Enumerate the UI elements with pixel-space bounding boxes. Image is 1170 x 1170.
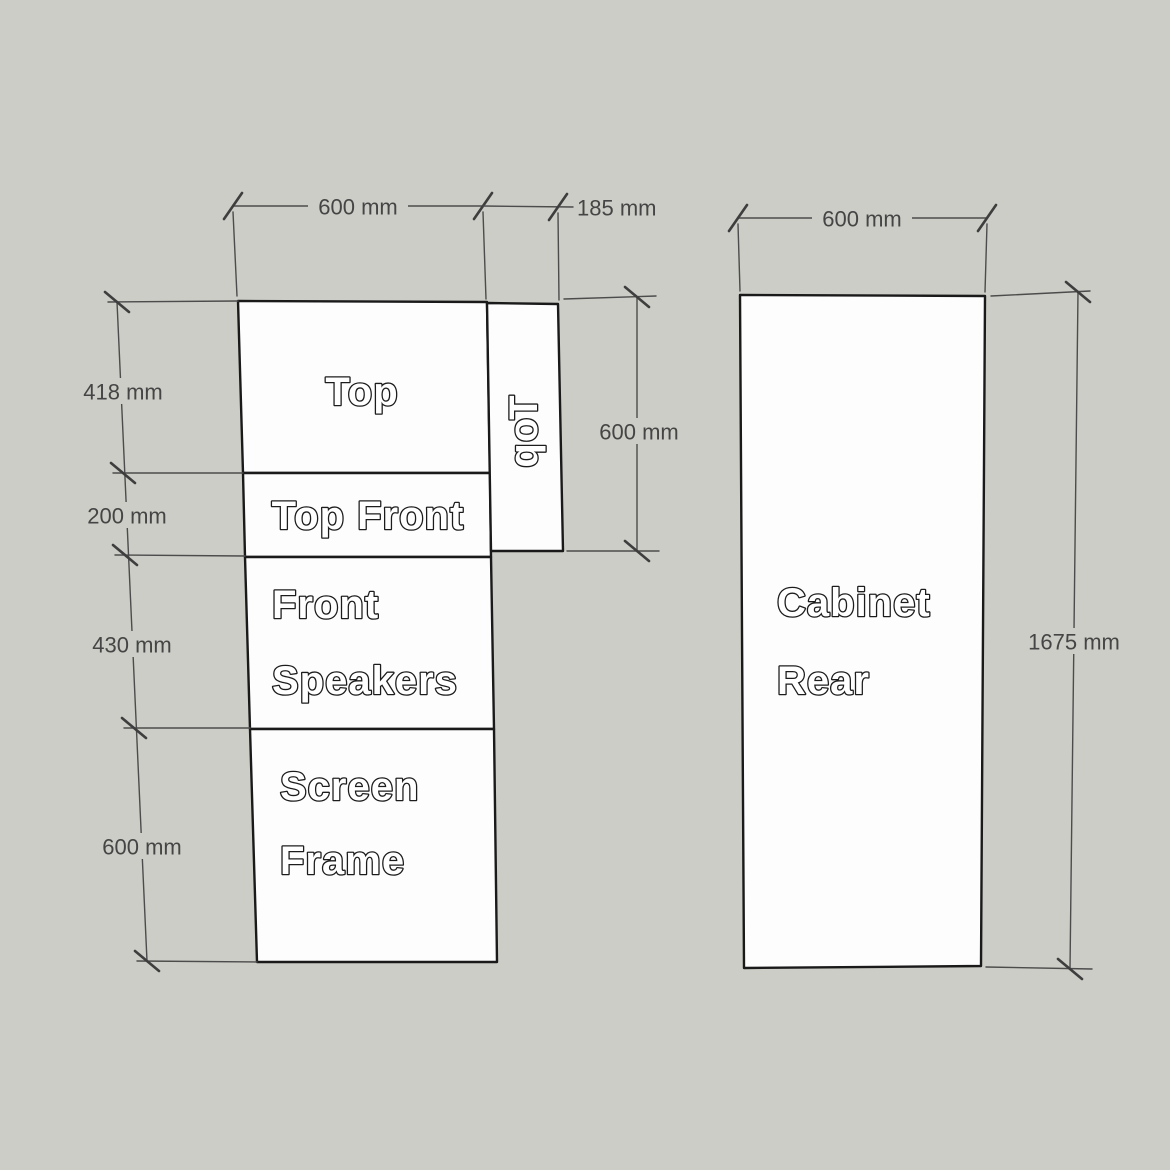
panel-cabinet-rear [738,293,987,970]
label-backing [1016,628,1132,654]
dim-label-cabinet-rear-width: 600 mm [822,207,901,232]
panel-label-cabinet: Cabinet [777,581,931,625]
extension-line [984,223,988,293]
panel-label-front: Front [272,583,379,627]
extension-line [232,211,238,297]
extension-line [563,295,657,300]
dimension-cabinet-rear-height: 1675 mm [985,280,1132,981]
panel-label-top-front: Top Front [272,494,465,538]
label-backing [812,205,912,231]
dim-tick [222,191,244,221]
panel-label-top-side: Top [502,395,546,468]
panel-label-frame: Frame [280,839,405,883]
dim-label-top-height: 418 mm [83,380,162,405]
label-backing [71,378,175,404]
dim-tick [1064,280,1092,304]
dim-label-top-side-width: 185 mm [577,196,656,221]
label-backing [308,193,408,219]
label-backing [80,631,184,657]
dim-tick [623,539,651,563]
panel-group-cabinet-rear [738,293,987,970]
dim-tick [103,290,131,314]
panel-screen-frame [248,727,499,964]
dimension-top-side-width: 185 mm [482,192,656,301]
dim-tick [727,203,749,233]
extension-line [136,960,258,963]
extension-line [737,223,741,292]
extension-line [482,211,487,300]
extension-line [114,554,246,557]
dim-tick [109,461,137,485]
panel-label-speakers: Speakers [272,659,458,703]
panel-label-screen: Screen [280,765,419,809]
panel-label-top: Top [325,370,398,414]
dim-tick [111,543,139,567]
extension-line [557,212,560,301]
dim-label-cabinet-rear-height: 1675 mm [1028,630,1120,655]
extension-line [985,966,1093,970]
dim-label-top-side-length: 600 mm [599,420,678,445]
dim-tick [547,192,569,222]
panel-top-side [485,301,565,553]
label-backing [90,833,194,859]
label-backing [589,418,689,444]
dimension-top-width: 600 mm [222,191,494,300]
dim-tick [133,949,161,973]
label-backing [75,502,179,528]
dim-label-front-speakers-height: 430 mm [92,633,171,658]
dimension-left-height-chain: 418 mm 200 mm 430 mm 600 mm [71,290,258,973]
dim-tick [623,285,651,309]
dim-label-top-front-height: 200 mm [87,504,166,529]
dim-tick [120,716,148,740]
dim-tick [976,203,998,233]
dim-label-top-width: 600 mm [318,195,397,220]
panel-group-left-stack [236,299,565,964]
extension-line [990,290,1091,297]
dimension-top-side-length: 600 mm [563,285,689,563]
dim-label-screen-frame-height: 600 mm [102,835,181,860]
dim-tick [1056,957,1084,981]
extension-line [107,300,239,303]
panel-labels: Top Top Top Front Front Speakers Screen … [270,369,931,885]
panel-label-rear: Rear [777,659,870,703]
dimension-cabinet-rear-width: 600 mm [727,203,998,293]
